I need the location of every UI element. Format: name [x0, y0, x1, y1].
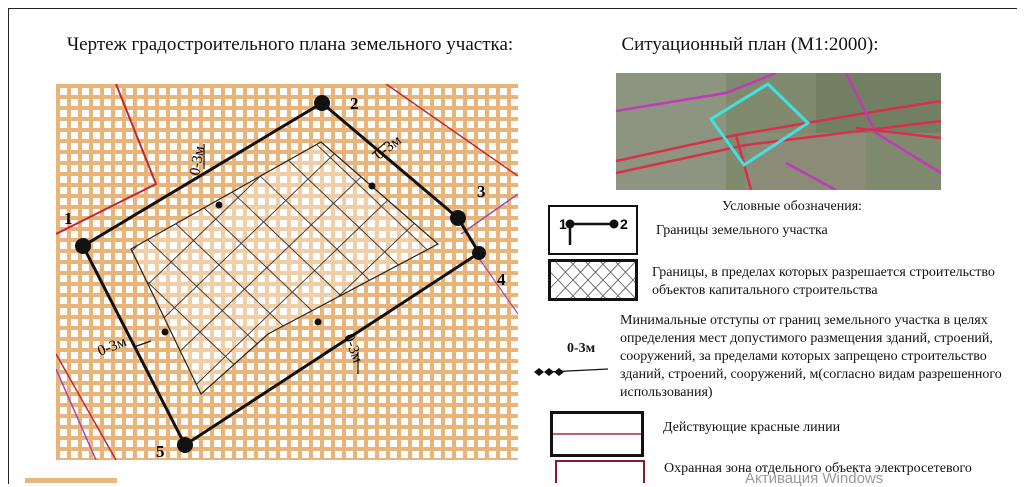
setback-point	[368, 182, 376, 190]
corner-point-2	[314, 95, 330, 111]
point-label-2: 2	[350, 94, 359, 113]
corner-point-5	[177, 437, 193, 453]
legend-sample-a: 1	[559, 216, 567, 232]
point-label-5: 5	[156, 442, 165, 460]
purple-line-right-2	[475, 253, 518, 315]
situation-map	[616, 73, 941, 190]
legend-sample-b: 2	[620, 216, 628, 232]
point-label-4: 4	[497, 270, 506, 289]
setback-point	[215, 201, 223, 209]
red-line-right	[385, 84, 518, 177]
legend-setback-symbol	[534, 368, 609, 376]
parcel-boundary	[81, 101, 482, 448]
purple-line-left	[56, 368, 97, 460]
red-line-bottom	[56, 353, 117, 460]
legend-red-lines-symbol	[550, 411, 644, 457]
legend-build-zone-symbol	[548, 259, 638, 301]
parcel-highlight	[708, 82, 811, 168]
legend-heading: Условные обозначения:	[722, 199, 863, 214]
setback-arrow-left	[133, 340, 152, 348]
purple-line-right	[460, 193, 518, 235]
legend-grid-swatch	[25, 478, 117, 483]
legend-boundary-symbol: 1 2	[548, 205, 638, 255]
legend-setback-text: Минимальные отступы от границ земельного…	[620, 313, 1002, 400]
point-label-3: 3	[477, 182, 486, 201]
windows-activation-watermark: Активация Windows	[745, 470, 884, 487]
drawing-title: Чертеж градостроительного плана земельно…	[66, 34, 514, 55]
page-frame	[8, 8, 1017, 484]
red-line-left	[56, 84, 158, 235]
corner-point-4	[472, 246, 486, 260]
legend-power-zone-symbol	[555, 460, 645, 483]
situation-title: Ситуационный план (М1:2000):	[621, 34, 879, 55]
legend-boundary-text: Границы земельного участка	[656, 223, 828, 238]
map-grid-background	[56, 84, 518, 460]
setback-point	[161, 328, 169, 336]
corner-point-1	[75, 238, 91, 254]
legend-build-zone-text: Границы, в пределах которых разрешается …	[652, 265, 995, 298]
corner-point-3	[450, 210, 466, 226]
parcel-drawing: 1 2 3 4 5 0-3м 0-3м 0-3м 0-3м	[56, 84, 518, 460]
legend-red-lines-text: Действующие красные линии	[663, 420, 841, 435]
legend-setback-label: 0-3м	[567, 341, 596, 356]
setback-point	[314, 318, 322, 326]
setback-arrow-top-right	[371, 141, 387, 155]
setback-label-top: 0-3м	[187, 144, 208, 176]
legend-power-zone-text: Охранная зона отдельного объекта электро…	[664, 461, 972, 476]
point-label-1: 1	[64, 209, 73, 228]
